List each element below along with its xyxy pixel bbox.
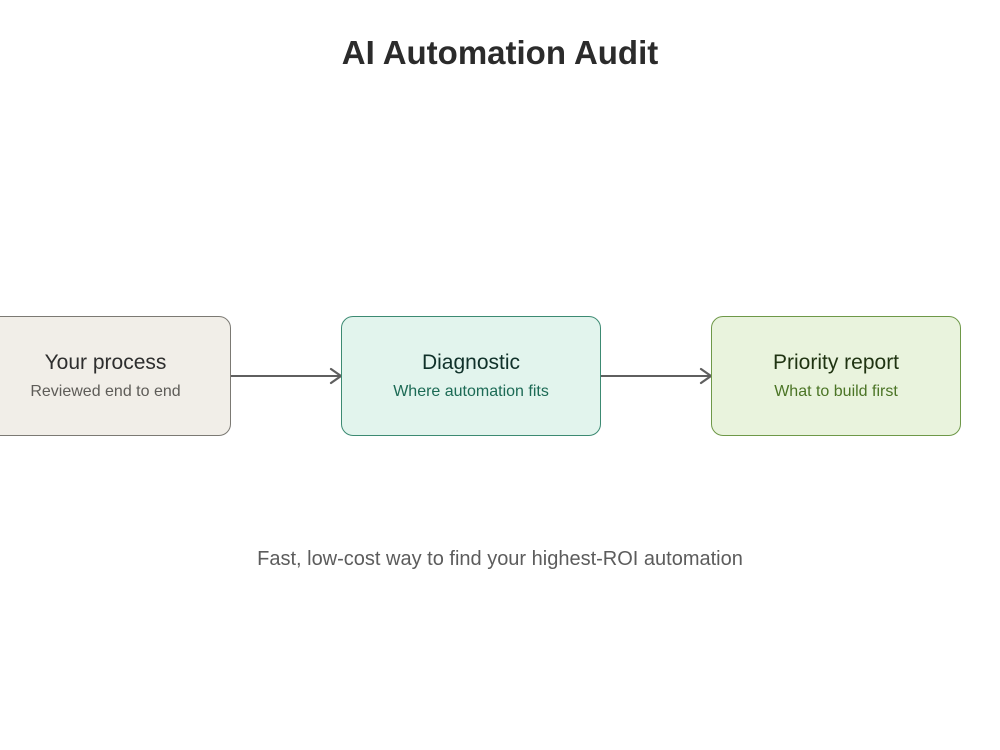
arrow-process-to-diagnostic	[231, 367, 343, 385]
node-diagnostic: Diagnostic Where automation fits	[341, 316, 601, 436]
node-your-process: Your process Reviewed end to end	[0, 316, 231, 436]
node-priority-report: Priority report What to build first	[711, 316, 961, 436]
node-heading: Your process	[44, 351, 167, 374]
diagram-caption: Fast, low-cost way to find your highest-…	[257, 548, 743, 570]
arrow-diagnostic-to-report	[601, 367, 713, 385]
node-subtitle: Where automation fits	[393, 383, 549, 400]
diagram-title: AI Automation Audit	[341, 34, 659, 71]
node-heading: Diagnostic	[421, 351, 521, 374]
node-subtitle: What to build first	[774, 383, 898, 400]
node-subtitle: Reviewed end to end	[30, 383, 181, 400]
node-heading: Priority report	[772, 351, 900, 374]
